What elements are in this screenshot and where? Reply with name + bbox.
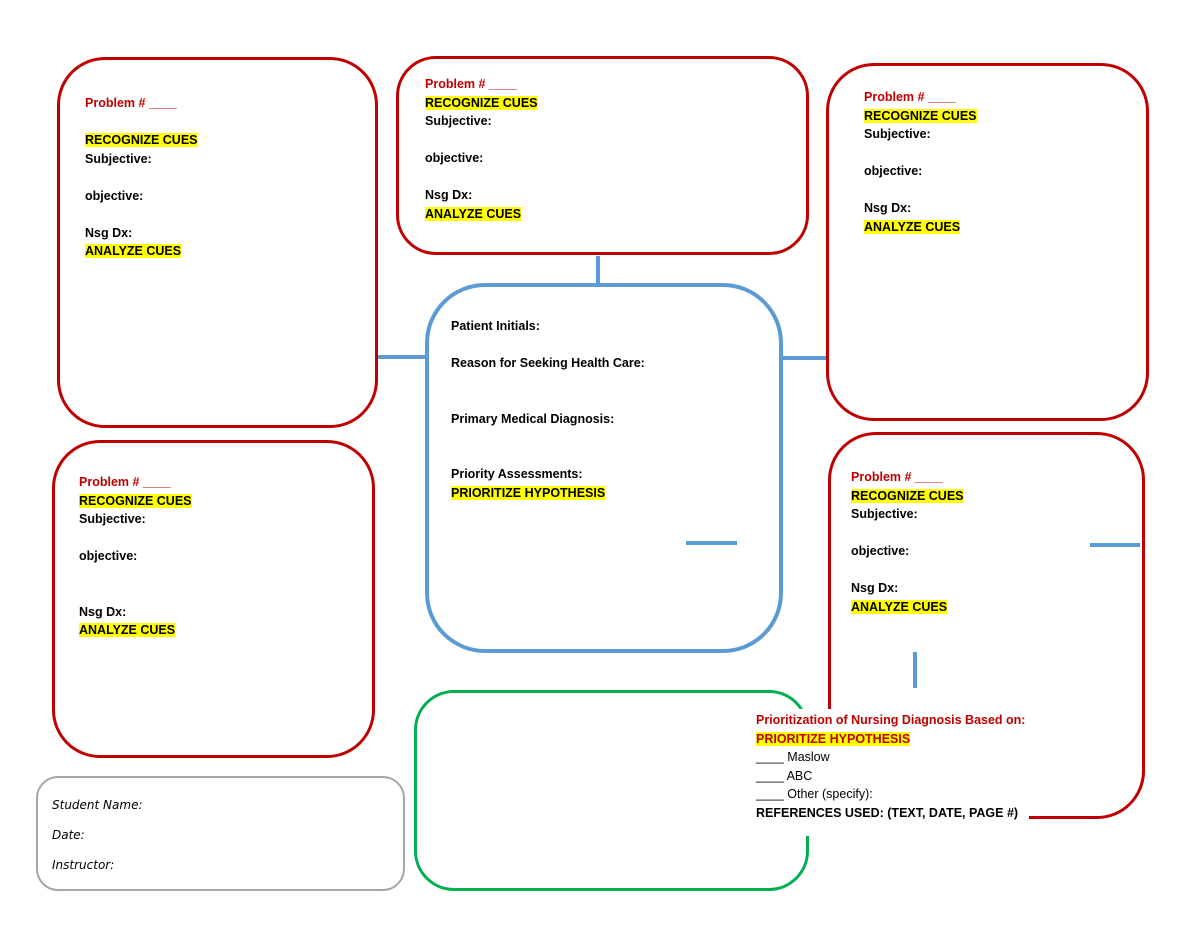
maslow-option[interactable]: ____ Maslow — [756, 750, 830, 764]
recognize-cues: RECOGNIZE CUES — [425, 95, 538, 110]
student-info-box — [36, 776, 405, 891]
problem-box-2 — [396, 56, 809, 255]
connector-vertical-stub — [913, 652, 917, 688]
problem-box-1 — [57, 57, 378, 428]
subjective-label[interactable]: Subjective: — [85, 151, 152, 166]
prioritization-text: Prioritization of Nursing Diagnosis Base… — [752, 709, 1030, 836]
recognize-cues: RECOGNIZE CUES — [85, 133, 198, 147]
subjective-label[interactable]: Subjective: — [851, 507, 918, 521]
problem-1-text: Problem # ____ RECOGNIZE CUES Subjective… — [85, 94, 198, 261]
connector-left — [377, 355, 427, 359]
abc-option[interactable]: ____ ABC — [756, 768, 813, 783]
analyze-cues: ANALYZE CUES — [864, 219, 961, 234]
problem-box-3 — [826, 63, 1149, 421]
nsgdx-label[interactable]: Nsg Dx: — [425, 188, 473, 202]
analyze-cues: ANALYZE CUES — [85, 244, 182, 258]
problem-box-4 — [52, 440, 375, 758]
problem-2-text: Problem # ____ RECOGNIZE CUES Subjective… — [425, 75, 538, 223]
student-info-text: Student Name: Date: Instructor: — [52, 790, 143, 880]
nsgdx-label[interactable]: Nsg Dx: — [851, 581, 899, 595]
objective-label[interactable]: objective: — [85, 188, 144, 203]
subjective-label[interactable]: Subjective: — [864, 127, 931, 141]
date-label[interactable]: Date: — [52, 828, 85, 842]
prioritization-box — [414, 690, 809, 891]
other-option[interactable]: ____ Other (specify): — [756, 787, 873, 801]
connector-right — [780, 356, 828, 360]
objective-label[interactable]: objective: — [864, 164, 923, 178]
connector-top — [596, 256, 600, 284]
nsgdx-label[interactable]: Nsg Dx: — [864, 201, 912, 215]
reason-label[interactable]: Reason for Seeking Health Care: — [451, 356, 645, 370]
references-label[interactable]: REFERENCES USED: (TEXT, DATE, PAGE #) — [756, 805, 1019, 820]
prioritization-title: Prioritization of Nursing Diagnosis Base… — [756, 713, 1026, 727]
assessments-label[interactable]: Priority Assessments: — [451, 467, 583, 481]
nsgdx-label[interactable]: Nsg Dx: — [85, 225, 133, 240]
recognize-cues: RECOGNIZE CUES — [79, 493, 192, 508]
student-name-label[interactable]: Student Name: — [52, 798, 143, 812]
patient-info-text: Patient Initials: Reason for Seeking Hea… — [451, 317, 645, 502]
prioritize-hypothesis: PRIORITIZE HYPOTHESIS — [756, 731, 911, 746]
instructor-label[interactable]: Instructor: — [52, 858, 115, 872]
recognize-cues: RECOGNIZE CUES — [864, 108, 977, 123]
diagnosis-label[interactable]: Primary Medical Diagnosis: — [451, 411, 615, 426]
problem-label[interactable]: Problem # ____ — [851, 470, 943, 484]
subjective-label[interactable]: Subjective: — [79, 512, 146, 526]
connector-center-stub — [686, 541, 737, 545]
problem-3-text: Problem # ____ RECOGNIZE CUES Subjective… — [864, 88, 977, 236]
nsgdx-label[interactable]: Nsg Dx: — [79, 604, 127, 619]
problem-label[interactable]: Problem # ____ — [79, 475, 171, 489]
objective-label[interactable]: objective: — [425, 151, 484, 165]
problem-label[interactable]: Problem # ____ — [425, 77, 517, 91]
connector-right-stub — [1090, 543, 1140, 547]
recognize-cues: RECOGNIZE CUES — [851, 488, 964, 503]
patient-info-box — [425, 283, 783, 653]
prioritize-hypothesis: PRIORITIZE HYPOTHESIS — [451, 485, 606, 500]
problem-5-text: Problem # ____ RECOGNIZE CUES Subjective… — [851, 468, 964, 616]
analyze-cues: ANALYZE CUES — [425, 206, 522, 221]
analyze-cues: ANALYZE CUES — [851, 599, 948, 614]
problem-4-text: Problem # ____ RECOGNIZE CUES Subjective… — [79, 473, 192, 640]
problem-label[interactable]: Problem # ____ — [864, 90, 956, 104]
patient-initials-label[interactable]: Patient Initials: — [451, 319, 540, 333]
subjective-label[interactable]: Subjective: — [425, 114, 492, 128]
analyze-cues: ANALYZE CUES — [79, 623, 176, 637]
objective-label[interactable]: objective: — [79, 549, 138, 563]
objective-label[interactable]: objective: — [851, 544, 910, 558]
problem-label[interactable]: Problem # ____ — [85, 96, 177, 110]
